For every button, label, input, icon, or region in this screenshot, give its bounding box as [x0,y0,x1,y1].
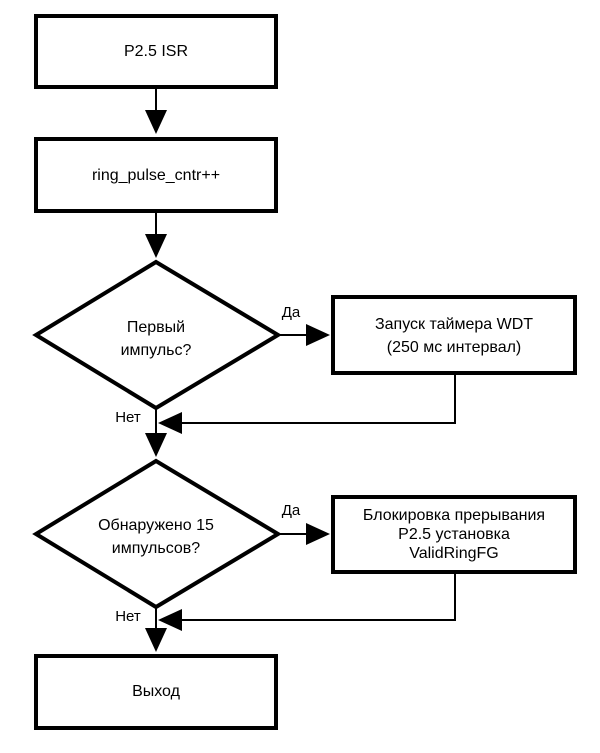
node-start-wdt-line1: Запуск таймера WDT [375,316,533,333]
node-exit-label: Выход [132,683,181,700]
node-block-interrupt-line3: ValidRingFG [409,545,499,562]
decision-first-pulse-line1: Первый [127,319,185,336]
node-isr: P2.5 ISR [34,14,278,89]
node-block-interrupt: Блокировка прерывания P2.5 установка Val… [331,495,577,574]
no-label-1: Нет [115,409,141,426]
node-isr-label: P2.5 ISR [124,43,188,60]
yes-label-1: Да [282,304,301,321]
node-exit: Выход [34,654,278,730]
decision-detected-15-line1: Обнаружено 15 [98,517,214,534]
node-start-wdt: Запуск таймера WDT (250 мс интервал) [331,295,577,375]
decision-first-pulse-line2: импульс? [121,342,192,359]
node-increment-label: ring_pulse_cntr++ [92,167,220,184]
connector-no-2: Нет [115,607,167,652]
no-label-2: Нет [115,608,141,625]
connector-block-return [158,572,456,631]
connector-yes-2: Да [278,502,330,545]
node-start-wdt-line2: (250 мс интервал) [387,339,522,356]
connector-increment-to-decision1 [145,211,167,258]
node-block-interrupt-line2: P2.5 установка [398,526,510,543]
decision-first-pulse: Первый импульс? [32,259,282,411]
decision-detected-15: Обнаружено 15 импульсов? [32,458,282,610]
yes-label-2: Да [282,502,301,519]
connector-yes-1: Да [278,304,330,346]
decision-detected-15-line2: импульсов? [112,540,201,557]
node-increment: ring_pulse_cntr++ [34,137,278,213]
connector-isr-to-increment [145,87,167,134]
connector-wdt-return [158,373,456,434]
connector-no-1: Нет [115,408,167,457]
node-block-interrupt-line1: Блокировка прерывания [363,507,545,524]
